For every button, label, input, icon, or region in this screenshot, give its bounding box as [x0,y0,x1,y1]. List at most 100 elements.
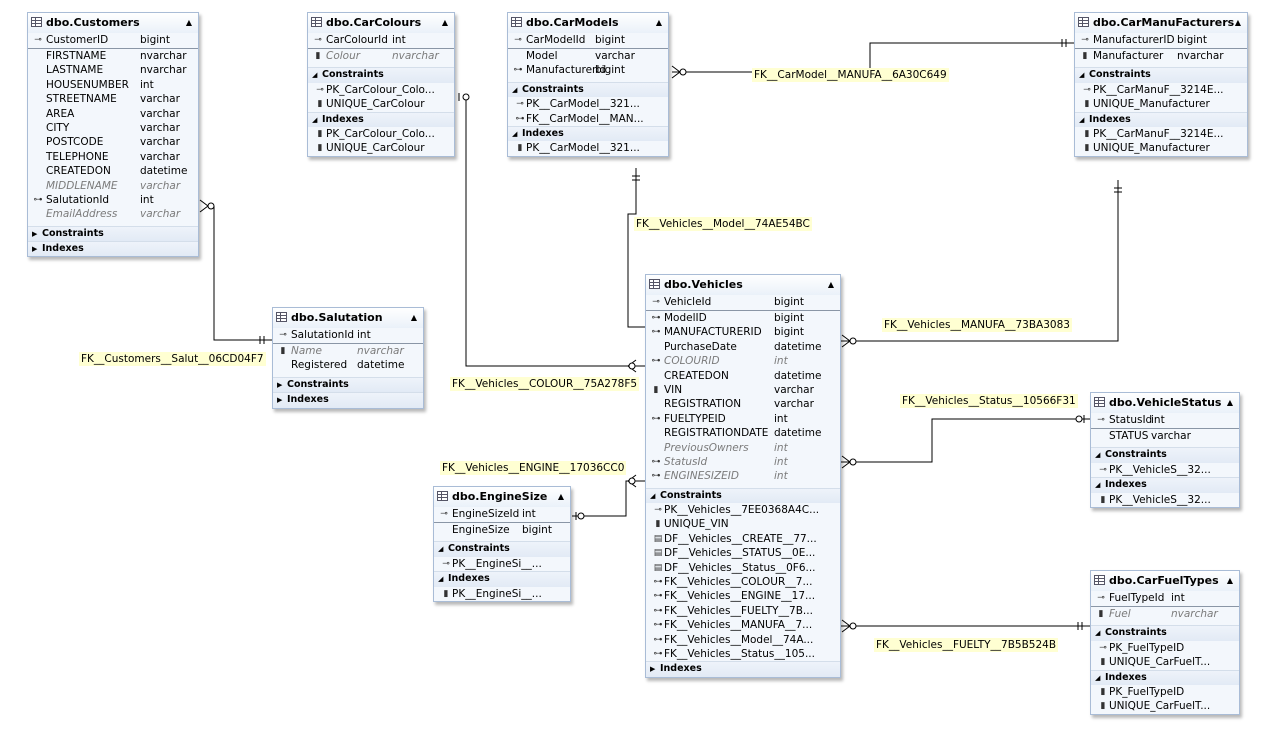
indexes-item[interactable]: ▮UNIQUE_CarFuelT... [1091,699,1239,713]
constraints-section-header[interactable]: ◢Constraints [646,487,840,504]
constraints-section-header[interactable]: ◢Constraints [308,67,454,83]
constraints-item[interactable]: ▮UNIQUE_Manufacturer [1075,97,1247,111]
constraints-item[interactable]: ▤DF__Vehicles__Status__0F6... [646,561,840,575]
collapse-arrow-icon[interactable]: ◢ [438,575,444,584]
collapse-arrow-icon[interactable]: ◢ [1095,451,1101,460]
table-header[interactable]: dbo.CarManuFacturers▲ [1075,13,1247,33]
collapse-arrow-icon[interactable]: ◢ [1079,115,1085,124]
fk-label-customers-salut[interactable]: FK__Customers__Salut__06CD04F7 [79,352,266,366]
collapse-triangle-icon[interactable]: ▲ [827,280,834,289]
constraints-item[interactable]: ⊶FK__Vehicles__FUELTY__7B... [646,604,840,618]
collapse-arrow-icon[interactable]: ◢ [312,115,318,124]
fk-label-vehicles-fuelty[interactable]: FK__Vehicles__FUELTY__7B5B524B [874,638,1059,652]
constraints-section-header[interactable]: ◢Constraints [1075,67,1247,83]
fk-label-vehicles-manufa[interactable]: FK__Vehicles__MANUFA__73BA3083 [882,318,1072,332]
table-header[interactable]: dbo.VehicleStatus▲ [1091,393,1239,413]
indexes-item[interactable]: ▮PK__CarModel__321... [508,141,668,155]
fk-label-vehicles-status[interactable]: FK__Vehicles__Status__10566F31 [900,394,1078,408]
collapse-arrow-icon[interactable]: ◢ [512,129,518,138]
constraints-section-header[interactable]: ▶Constraints [273,376,423,393]
indexes-section-header[interactable]: ▶Indexes [273,392,423,408]
constraints-section-header[interactable]: ◢Constraints [1091,625,1239,641]
indexes-item[interactable]: ▮UNIQUE_Manufacturer [1075,141,1247,155]
expand-arrow-icon[interactable]: ▶ [32,229,38,238]
constraints-item[interactable]: ▮UNIQUE_VIN [646,517,840,531]
collapse-arrow-icon[interactable]: ◢ [438,545,444,554]
expand-arrow-icon[interactable]: ▶ [277,396,283,405]
indexes-section-header[interactable]: ◢Indexes [1075,111,1247,127]
collapse-arrow-icon[interactable]: ◢ [1095,481,1101,490]
indexes-item[interactable]: ▮PK__EngineSi__... [434,587,570,601]
constraints-section-header[interactable]: ◢Constraints [508,81,668,98]
constraints-item[interactable]: ⊸PK__Vehicles__7EE0368A4C... [646,503,840,517]
indexes-item[interactable]: ▮PK__VehicleS__32... [1091,493,1239,507]
collapse-triangle-icon[interactable]: ▲ [655,18,662,27]
table-header[interactable]: dbo.Customers▲ [28,13,198,33]
constraints-item[interactable]: ▤DF__Vehicles__CREATE__77... [646,532,840,546]
expand-arrow-icon[interactable]: ▶ [32,245,38,254]
fk-label-carmodel-manufa[interactable]: FK__CarModel__MANUFA__6A30C649 [752,68,949,82]
constraints-item[interactable]: ⊶FK__Vehicles__COLOUR__7... [646,575,840,589]
collapse-triangle-icon[interactable]: ▲ [1226,398,1233,407]
collapse-arrow-icon[interactable]: ◢ [312,71,318,80]
collapse-triangle-icon[interactable]: ▲ [410,313,417,322]
constraints-item[interactable]: ▮UNIQUE_CarColour [308,97,454,111]
indexes-section-header[interactable]: ◢Indexes [308,111,454,127]
indexes-section-header[interactable]: ▶Indexes [28,241,198,257]
indexes-section-header[interactable]: ▶Indexes [646,661,840,677]
constraints-item[interactable]: ⊸PK__CarManuF__3214E... [1075,83,1247,97]
constraints-item[interactable]: ⊸PK__VehicleS__32... [1091,463,1239,477]
constraints-section-header[interactable]: ◢Constraints [434,541,570,557]
expand-arrow-icon[interactable]: ▶ [650,665,656,674]
fk-label-vehicles-colour[interactable]: FK__Vehicles__COLOUR__75A278F5 [450,377,640,391]
constraints-item[interactable]: ▮UNIQUE_CarFuelT... [1091,655,1239,669]
constraints-item[interactable]: ⊶FK__Vehicles__MANUFA__7... [646,618,840,632]
indexes-section-header[interactable]: ◢Indexes [1091,669,1239,685]
constraints-item[interactable]: ⊶FK__Vehicles__ENGINE__17... [646,589,840,603]
constraints-item[interactable]: ⊸PK_FuelTypeID [1091,641,1239,655]
collapse-arrow-icon[interactable]: ◢ [650,491,656,500]
indexes-section-header[interactable]: ◢Indexes [508,125,668,142]
collapse-arrow-icon[interactable]: ◢ [512,85,518,94]
constraints-item[interactable]: ⊶FK__Vehicles__Status__105... [646,647,840,661]
constraints-item[interactable]: ⊸PK__CarModel__321... [508,97,668,111]
indexes-section-header[interactable]: ◢Indexes [1091,477,1239,493]
constraints-item[interactable]: ▤DF__Vehicles__STATUS__0E... [646,546,840,560]
indexes-item[interactable]: ▮PK_CarColour_Colo... [308,127,454,141]
indexes-item[interactable]: ▮PK_FuelTypeID [1091,685,1239,699]
constraints-item[interactable]: ⊸PK_CarColour_Colo... [308,83,454,97]
fk-label-vehicles-model[interactable]: FK__Vehicles__Model__74AE54BC [634,217,812,231]
collapse-triangle-icon[interactable]: ▲ [1234,18,1241,27]
constraints-item[interactable]: ⊶FK__Vehicles__Model__74A... [646,633,840,647]
